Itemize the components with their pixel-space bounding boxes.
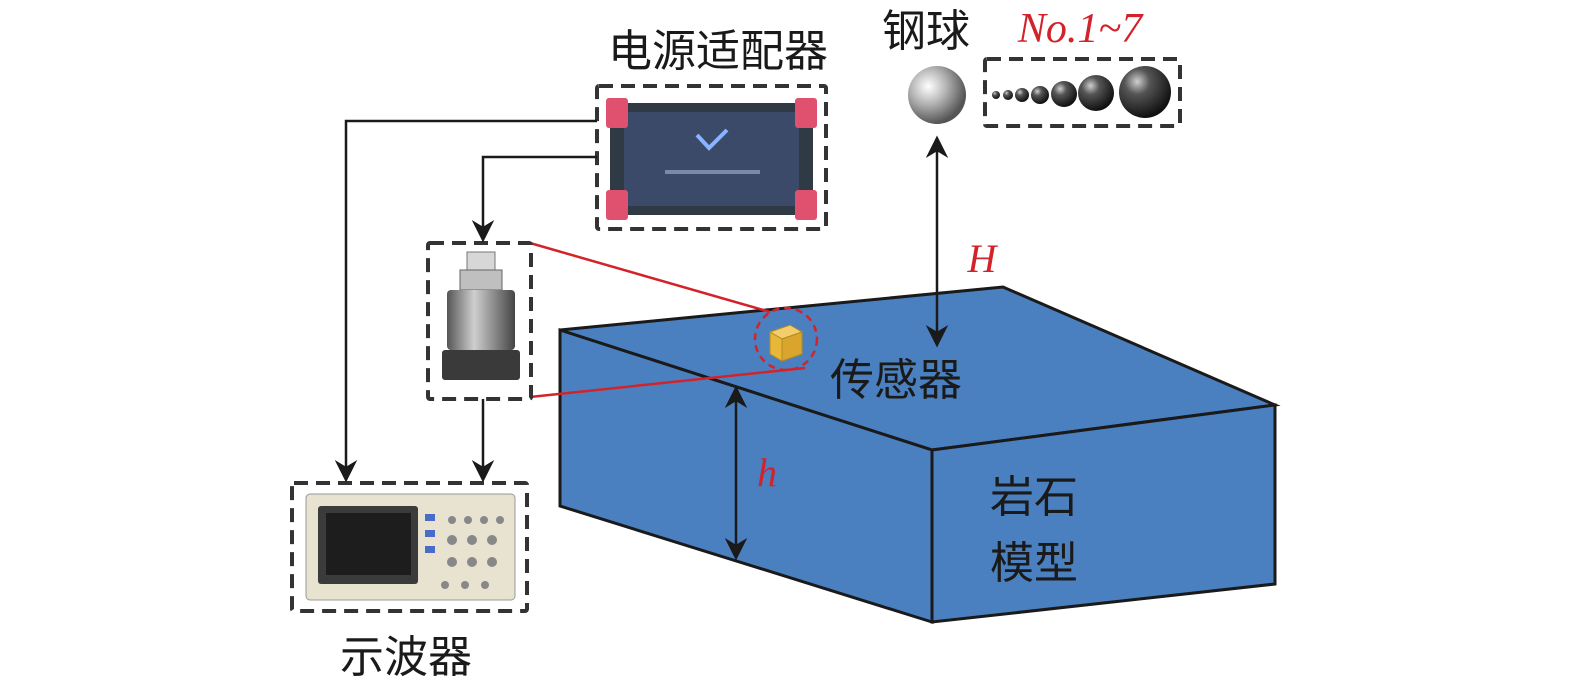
oscilloscope-label: 示波器 (340, 632, 472, 683)
rock-model-block (558, 285, 1281, 625)
rock-thickness-label: h (757, 450, 777, 495)
sensor-callout-line-bottom (529, 366, 806, 399)
power-adapter-box (595, 84, 828, 231)
wire-adapter-to-oscilloscope (334, 119, 597, 483)
steel-ball-set-icon (992, 66, 1171, 118)
ball-numbers-label: No.1~7 (1017, 6, 1144, 52)
power-adapter-label: 电源适配器 (608, 26, 828, 77)
steel-ball-icon (908, 66, 966, 124)
oscilloscope-box (290, 481, 529, 613)
sensor-callout-line-top (529, 241, 771, 314)
steel-ball-label: 钢球 (882, 6, 970, 57)
sensor-on-rock (753, 306, 819, 372)
steel-ball-set-box (983, 57, 1182, 128)
sensor-photo-box (426, 241, 533, 401)
rock-model-label-line1: 岩石 (990, 472, 1078, 523)
wire-adapter-to-sensor (471, 155, 597, 243)
drop-height-label: H (967, 236, 999, 281)
rock-model-label-line2: 模型 (990, 538, 1078, 589)
rock-right-face (930, 403, 1277, 624)
oscilloscope-icon (305, 493, 516, 601)
accelerometer-sensor-icon (442, 251, 520, 380)
sensor-label: 传感器 (830, 355, 962, 406)
